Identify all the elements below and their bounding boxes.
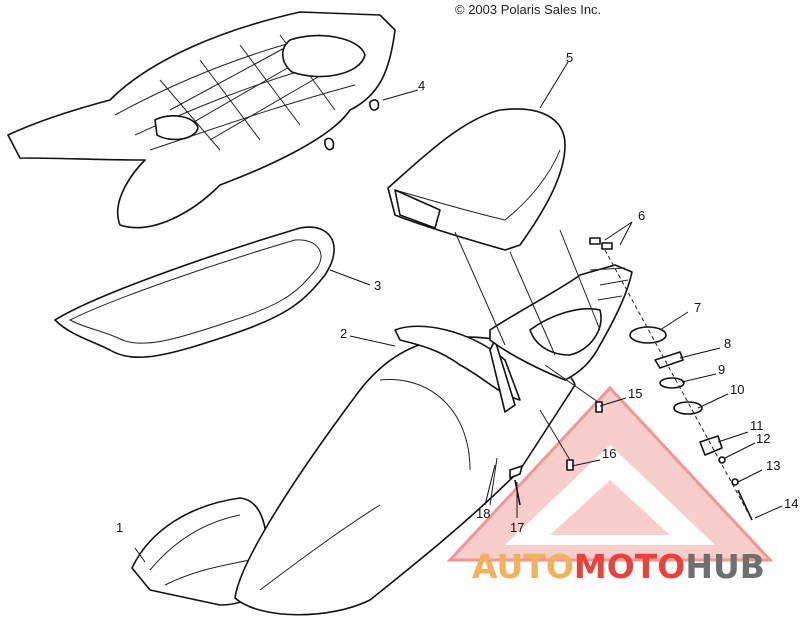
part-upper-frame bbox=[7, 11, 396, 229]
part-rear-cushion bbox=[387, 108, 566, 251]
callout-3: 3 bbox=[374, 278, 381, 293]
callout-6: 6 bbox=[638, 208, 645, 223]
leader-lines bbox=[134, 61, 783, 563]
callout-1: 1 bbox=[116, 520, 123, 535]
callout-10: 10 bbox=[730, 382, 744, 397]
callout-17: 17 bbox=[510, 520, 524, 535]
callout-13: 13 bbox=[766, 458, 780, 473]
callout-12: 12 bbox=[756, 431, 770, 446]
watermark-logo bbox=[446, 385, 774, 562]
part-seat-cover bbox=[234, 325, 576, 616]
callout-18: 18 bbox=[476, 506, 490, 521]
callout-11: 11 bbox=[750, 418, 764, 433]
callout-7: 7 bbox=[694, 300, 701, 315]
callout-8: 8 bbox=[724, 336, 731, 351]
part-hardware-stack bbox=[589, 237, 753, 521]
callout-9: 9 bbox=[718, 362, 725, 377]
watermark-auto: AUTO bbox=[472, 547, 574, 586]
callout-labels: 1 2 3 4 5 6 7 8 9 10 11 12 13 14 15 16 1… bbox=[116, 50, 798, 535]
callout-4: 4 bbox=[418, 78, 425, 93]
alignment-lines bbox=[454, 229, 601, 461]
part-base-plate bbox=[489, 264, 633, 381]
copyright-notice: © 2003 Polaris Sales Inc. bbox=[455, 2, 602, 17]
part-seal-gasket bbox=[54, 226, 335, 359]
callout-14: 14 bbox=[784, 496, 798, 511]
watermark-triangle-core bbox=[550, 480, 670, 535]
watermark-hub: HUB bbox=[685, 547, 765, 586]
callout-2: 2 bbox=[340, 326, 347, 341]
watermark-moto: MOTO bbox=[574, 547, 685, 586]
watermark-wordmark: AUTOMOTOHUB bbox=[472, 547, 765, 586]
callout-16: 16 bbox=[602, 446, 616, 461]
callout-15: 15 bbox=[628, 386, 642, 401]
callout-5: 5 bbox=[566, 50, 573, 65]
